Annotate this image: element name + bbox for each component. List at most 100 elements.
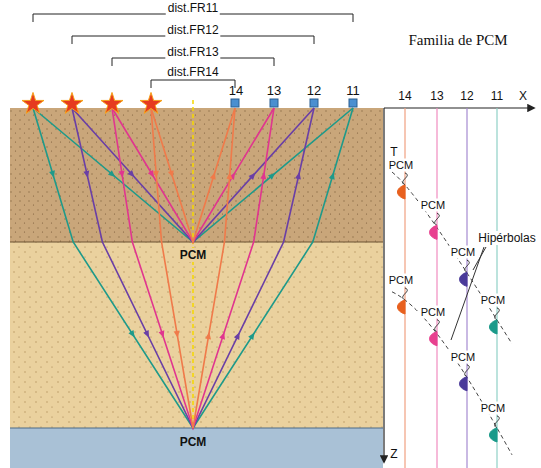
cmp-label: PCM	[479, 293, 507, 306]
ray-arrow	[260, 172, 267, 180]
wavelet-lobe	[398, 185, 406, 199]
cmp-label: PCM	[178, 435, 209, 449]
distance-label: dist.FR14	[165, 65, 220, 79]
trace-line	[466, 108, 467, 468]
wavelet-lobe	[490, 320, 498, 334]
ray-path	[72, 108, 314, 428]
receiver-square	[310, 99, 318, 107]
wavelet-wiggle	[465, 365, 470, 377]
ray-arrow	[143, 330, 151, 339]
receiver-squares	[231, 99, 357, 107]
source-star	[61, 92, 83, 113]
ray-arrow	[119, 171, 126, 179]
wavelet-wiggle	[495, 416, 500, 428]
cmp-label: PCM	[479, 401, 507, 414]
hyperbola-curves	[392, 172, 512, 455]
axis-label: T	[388, 145, 399, 159]
ray-arrow	[226, 172, 233, 179]
trace-number: 11	[489, 89, 505, 103]
middle-layer-texture	[10, 242, 383, 428]
source-star	[101, 92, 123, 113]
wavelet-lobe	[490, 428, 498, 442]
upper-layer	[10, 108, 383, 242]
ray-arrow	[205, 332, 212, 340]
cmp-label: PCM	[387, 273, 415, 286]
ray-path	[33, 108, 353, 242]
source-stars	[22, 92, 162, 113]
ray-arrow	[128, 170, 137, 179]
receiver-number: 13	[265, 83, 283, 98]
ray-arrow	[153, 171, 160, 178]
receiver-number: 12	[305, 83, 323, 98]
middle-layer	[10, 242, 383, 428]
ray-arrow	[268, 171, 277, 180]
wavelet-wiggle	[403, 288, 408, 300]
receiver-square	[349, 99, 357, 107]
trace-line	[436, 108, 437, 468]
panel-heading: Familia de PCM	[406, 32, 509, 49]
ray-arrow	[210, 171, 218, 179]
cmp-label: PCM	[449, 350, 477, 363]
distance-label: dist.FR11	[166, 1, 220, 15]
receiver-square	[231, 99, 239, 107]
ray-path	[151, 108, 235, 242]
wavelet-lobe	[430, 225, 438, 239]
axis-label: Z	[388, 447, 399, 461]
wavelet-lobe	[398, 300, 406, 314]
ray-arrow	[248, 331, 257, 340]
ray-arrow	[174, 331, 181, 339]
hyperbola-curve	[392, 292, 512, 455]
cmp-label: PCM	[449, 246, 477, 259]
trace-number: 12	[458, 89, 475, 103]
ray-path	[33, 108, 353, 428]
trace-number: 14	[396, 89, 413, 103]
ray-arrow	[108, 170, 117, 179]
ray-arrow	[159, 330, 167, 339]
ray-path	[72, 108, 314, 242]
distance-bracket	[33, 14, 353, 22]
ray-path	[112, 108, 274, 428]
cmp-label: PCM	[419, 305, 447, 318]
cmp-label: PCM	[419, 199, 447, 212]
offset-axis	[384, 107, 534, 108]
wavelet-wiggle	[435, 320, 440, 332]
distance-label: dist.FR12	[165, 23, 220, 37]
ray-arrow	[219, 331, 227, 340]
interface-line	[10, 242, 383, 243]
upper-layer-texture	[10, 108, 383, 242]
receiver-square	[270, 99, 278, 107]
distance-bracket	[72, 36, 314, 44]
cmp-label: PCM	[178, 248, 209, 262]
wavelet-wiggle	[465, 260, 470, 272]
cmp-axis	[192, 100, 194, 428]
wavelet-wiggle	[435, 213, 440, 225]
distance-label: dist.FR13	[165, 45, 220, 59]
lower-layer	[10, 428, 383, 468]
interface-line	[10, 428, 383, 429]
receiver-number: 14	[227, 83, 245, 98]
ray-arrow	[83, 170, 90, 178]
ray-arrow	[128, 330, 137, 339]
ray-arrow	[168, 170, 176, 178]
axis-label: X	[517, 89, 529, 103]
trace-number: 13	[428, 89, 445, 103]
ray-paths	[33, 108, 353, 428]
wavelet-lobe	[460, 272, 468, 286]
ray-arrow	[329, 171, 337, 179]
distance-brackets	[33, 14, 353, 88]
ray-path	[112, 108, 274, 242]
ray-path	[151, 108, 235, 428]
hyperbola-curve	[392, 172, 512, 344]
source-star	[22, 92, 44, 113]
wavelet-wiggle	[495, 308, 500, 320]
wavelet-lobe	[460, 377, 468, 391]
source-star	[140, 92, 162, 113]
distance-bracket	[151, 80, 235, 88]
wavelet-lobe	[430, 332, 438, 346]
time-axis	[383, 108, 384, 462]
cmp-label: PCM	[387, 158, 415, 171]
ray-arrow	[49, 170, 57, 178]
receiver-number: 11	[344, 83, 362, 98]
